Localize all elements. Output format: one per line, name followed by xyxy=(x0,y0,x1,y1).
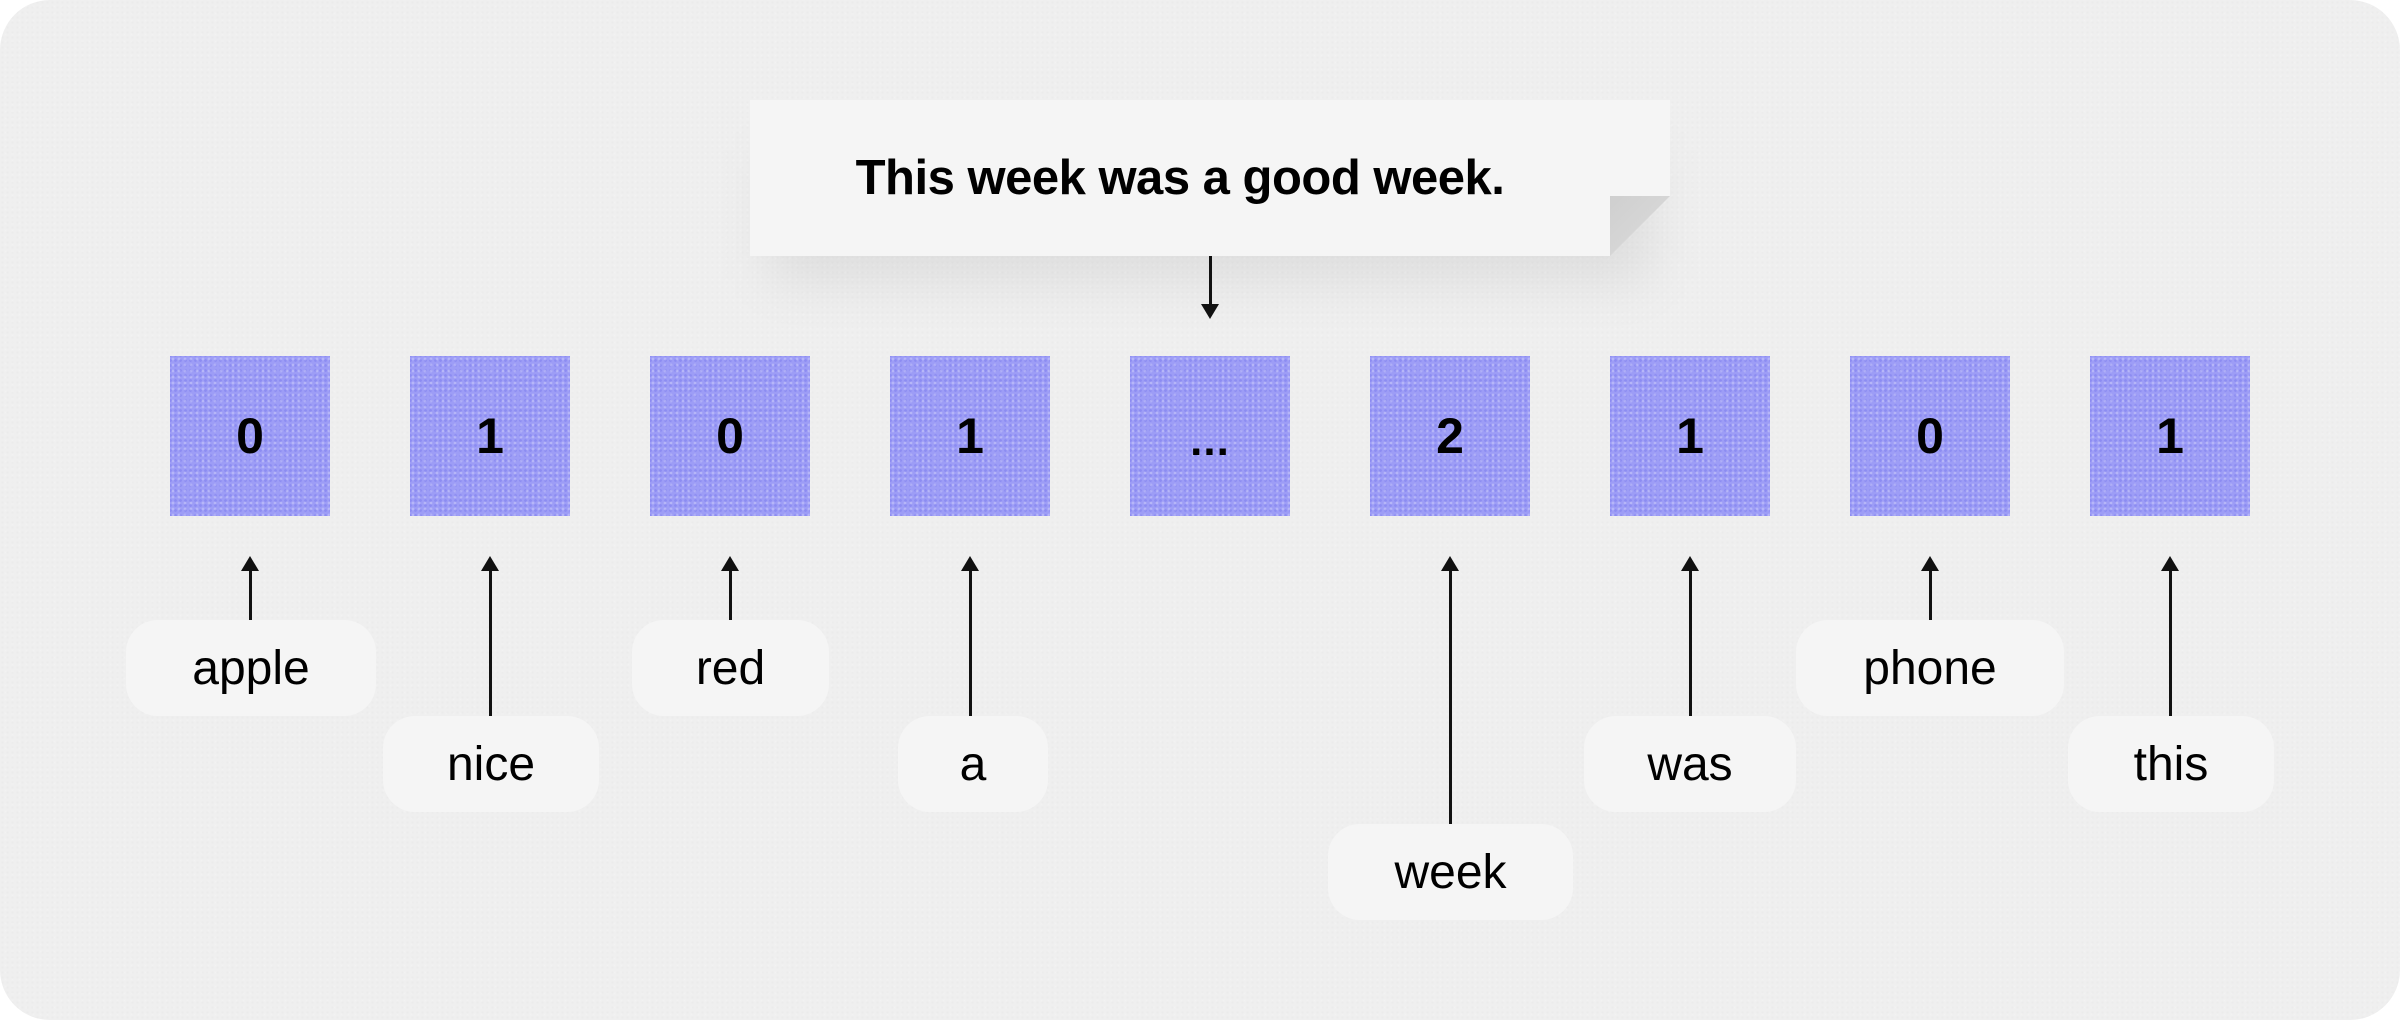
word-label: this xyxy=(2133,737,2209,791)
arrow-up-icon xyxy=(1441,556,1459,824)
arrow-up-icon xyxy=(1681,556,1699,716)
vector-cell-a: 1 xyxy=(890,356,1050,516)
word-label: nice xyxy=(446,737,536,791)
vector-cell-red: 0 xyxy=(650,356,810,516)
sentence-text: This week was a good week. xyxy=(855,151,1505,205)
cell-value: 2 xyxy=(1436,408,1464,464)
cell-value: 1 xyxy=(1676,408,1704,464)
cell-value: 1 xyxy=(2156,408,2184,464)
word-label: a xyxy=(959,737,987,791)
arrow-up-icon xyxy=(721,556,739,620)
word-pill-was: was xyxy=(1584,716,1796,812)
cell-value: ... xyxy=(1190,416,1230,465)
vector-cell-this: 1 xyxy=(2090,356,2250,516)
word-pill-week: week xyxy=(1328,824,1573,920)
word-pill-phone: phone xyxy=(1796,620,2064,716)
word-pill-apple: apple xyxy=(126,620,376,716)
word-pill-this: this xyxy=(2068,716,2274,812)
arrow-up-icon xyxy=(961,556,979,716)
vector-cell-phone: 0 xyxy=(1850,356,2010,516)
sentence-card: This week was a good week. xyxy=(750,100,1670,256)
word-pill-nice: nice xyxy=(383,716,599,812)
arrow-up-icon xyxy=(1921,556,1939,620)
arrow-down-icon xyxy=(1201,256,1219,319)
cell-value: 0 xyxy=(236,408,264,464)
word-label: red xyxy=(695,641,766,695)
vector-cell-was: 1 xyxy=(1610,356,1770,516)
word-label: apple xyxy=(192,641,310,695)
vector-cell-week: 2 xyxy=(1370,356,1530,516)
vector-cell-nice: 1 xyxy=(410,356,570,516)
word-label: week xyxy=(1394,845,1507,899)
word-pill-a: a xyxy=(898,716,1048,812)
word-label: phone xyxy=(1863,641,1997,695)
arrow-up-icon xyxy=(241,556,259,620)
arrow-up-icon xyxy=(2161,556,2179,716)
cell-value: 0 xyxy=(1916,408,1944,464)
vector-cell-ellipsis: ... xyxy=(1130,356,1290,516)
arrow-up-icon xyxy=(481,556,499,716)
cell-value: 1 xyxy=(956,408,984,464)
vector-cell-apple: 0 xyxy=(170,356,330,516)
cell-value: 1 xyxy=(476,408,504,464)
word-label: was xyxy=(1647,737,1733,791)
cell-value: 0 xyxy=(716,408,744,464)
word-pill-red: red xyxy=(632,620,829,716)
